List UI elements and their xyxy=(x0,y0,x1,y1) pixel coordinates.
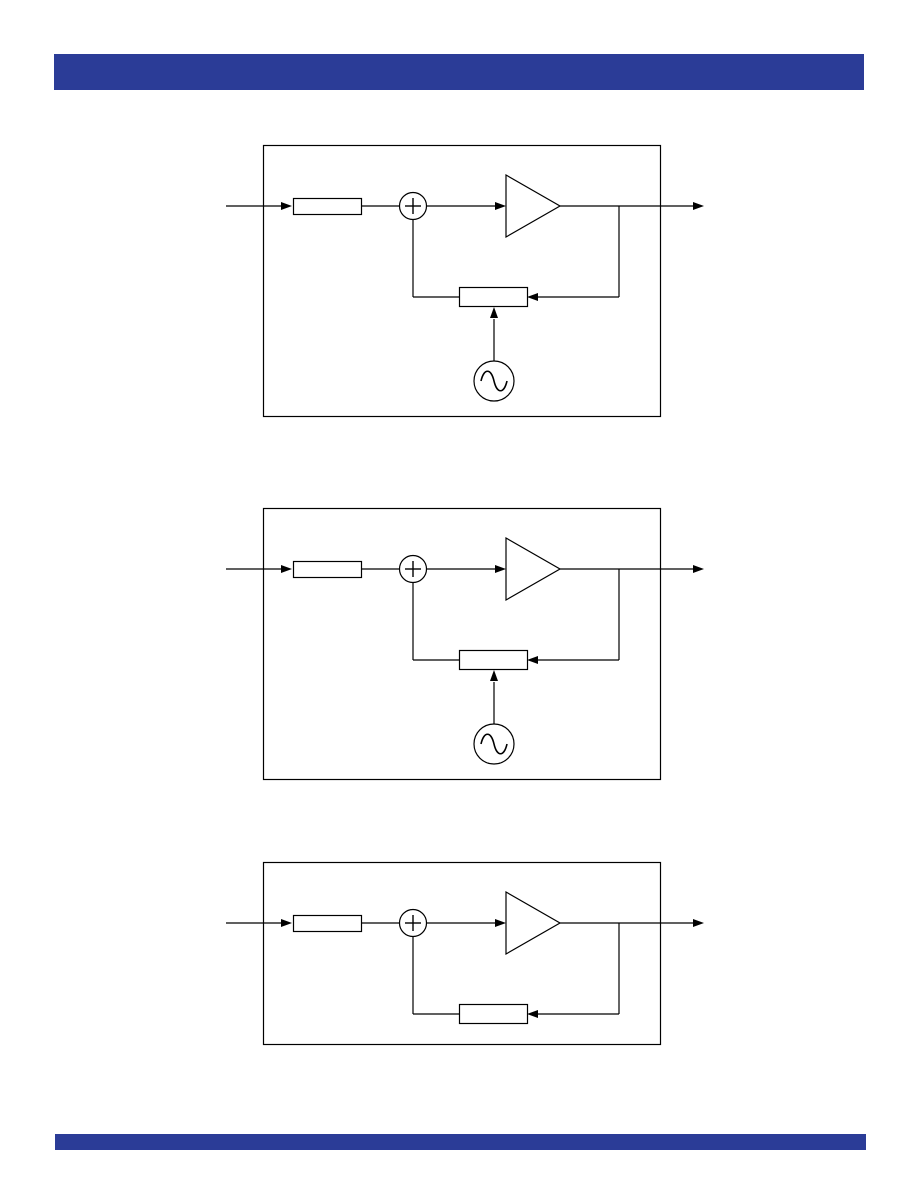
feedback-block xyxy=(458,286,529,308)
footer-band xyxy=(55,1134,866,1150)
module-frame xyxy=(262,861,662,1046)
amplifier-triangle xyxy=(505,890,562,956)
arrow-icon xyxy=(495,919,506,927)
feedback-block xyxy=(458,649,529,671)
arrow-icon xyxy=(495,565,506,573)
module-frame xyxy=(262,507,662,781)
feedback-loop-diagram-3 xyxy=(226,861,704,1046)
sine-wave-icon xyxy=(480,733,508,755)
input-block xyxy=(292,560,363,579)
feedback-loop-diagram-1 xyxy=(226,144,704,418)
sine-wave-icon xyxy=(480,370,508,392)
amplifier-triangle xyxy=(505,536,562,602)
arrow-icon xyxy=(281,565,292,573)
arrow-icon xyxy=(527,656,538,664)
arrow-icon xyxy=(527,293,538,301)
amplifier-triangle xyxy=(505,173,562,239)
arrow-icon xyxy=(527,1010,538,1018)
input-block xyxy=(292,197,363,216)
input-block xyxy=(292,914,363,933)
module-frame xyxy=(262,144,662,418)
arrow-icon xyxy=(495,202,506,210)
arrow-icon xyxy=(693,202,704,210)
arrow-icon xyxy=(693,919,704,927)
feedback-block xyxy=(458,1003,529,1025)
arrow-icon xyxy=(490,670,498,681)
arrow-icon xyxy=(281,202,292,210)
header-band xyxy=(54,54,864,90)
arrow-icon xyxy=(281,919,292,927)
arrow-icon xyxy=(490,307,498,318)
feedback-loop-diagram-2 xyxy=(226,507,704,781)
arrow-icon xyxy=(693,565,704,573)
